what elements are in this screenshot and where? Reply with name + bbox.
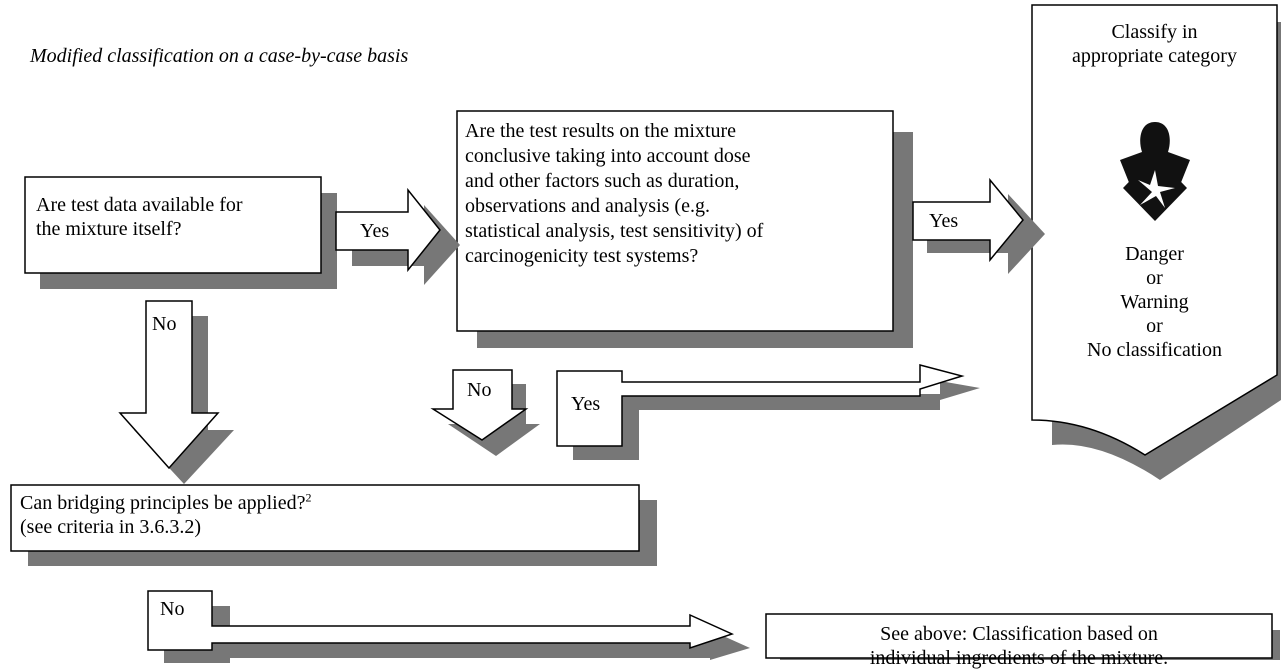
heading-line: appropriate category	[1072, 45, 1237, 67]
question-line: conclusive taking into account dose	[465, 145, 751, 167]
question-line: the mixture itself?	[36, 218, 182, 240]
result-heading: Classify in appropriate category	[1032, 20, 1277, 68]
question-line: statistical analysis, test sensitivity) …	[465, 220, 764, 242]
outcome-line: Warning	[1120, 291, 1189, 313]
arrow-label-yes-3: Yes	[571, 393, 601, 415]
arrow-no-1	[118, 300, 234, 484]
result-document	[1031, 4, 1281, 480]
heading-line: Classify in	[1111, 21, 1198, 43]
question-line: Are test data available for	[36, 194, 243, 216]
health-hazard-icon	[1120, 122, 1190, 221]
result-outcomes: Danger or Warning or No classification	[1032, 242, 1277, 362]
question-line: carcinogenicity test systems?	[465, 245, 699, 267]
box-see-above	[765, 613, 1280, 660]
footnote-marker: 2	[305, 490, 312, 505]
outcome-line: No classification	[1087, 339, 1222, 361]
arrow-label-no-1: No	[152, 313, 177, 335]
arrow-no-2	[430, 369, 540, 456]
arrow-label-yes-1: Yes	[360, 220, 390, 242]
arrow-yes-2	[912, 177, 1045, 274]
question-conclusive: Are the test results on the mixture conc…	[465, 119, 763, 269]
box-bridging	[10, 484, 657, 566]
question-test-data: Are test data available for the mixture …	[36, 193, 243, 241]
outcome-line: or	[1146, 267, 1163, 289]
note-line: See above: Classification based on	[880, 623, 1158, 645]
question-bridging: Can bridging principles be applied?2 (se…	[20, 491, 311, 539]
question-line: Are the test results on the mixture	[465, 120, 737, 142]
arrow-no-3	[147, 590, 750, 663]
box-conclusive	[456, 110, 913, 348]
arrow-label-no-3: No	[160, 598, 185, 620]
outcome-line: Danger	[1125, 243, 1184, 265]
box-test-data	[24, 176, 337, 289]
diagram-title: Modified classification on a case-by-cas…	[30, 45, 409, 67]
question-line: and other factors such as duration,	[465, 170, 740, 192]
arrow-yes-1	[335, 187, 460, 285]
question-line: (see criteria in 3.6.3.2)	[20, 516, 202, 538]
note-line: individual ingredients of the mixture.	[869, 647, 1169, 669]
outcome-line: or	[1146, 315, 1163, 337]
arrow-label-no-2: No	[467, 379, 492, 401]
question-line: observations and analysis (e.g.	[465, 195, 710, 217]
arrow-yes-3	[556, 364, 980, 460]
arrow-label-yes-2: Yes	[929, 210, 959, 232]
question-line: Can bridging principles be applied?2	[20, 491, 311, 515]
bridging-text: Can bridging principles be applied?	[20, 492, 306, 514]
